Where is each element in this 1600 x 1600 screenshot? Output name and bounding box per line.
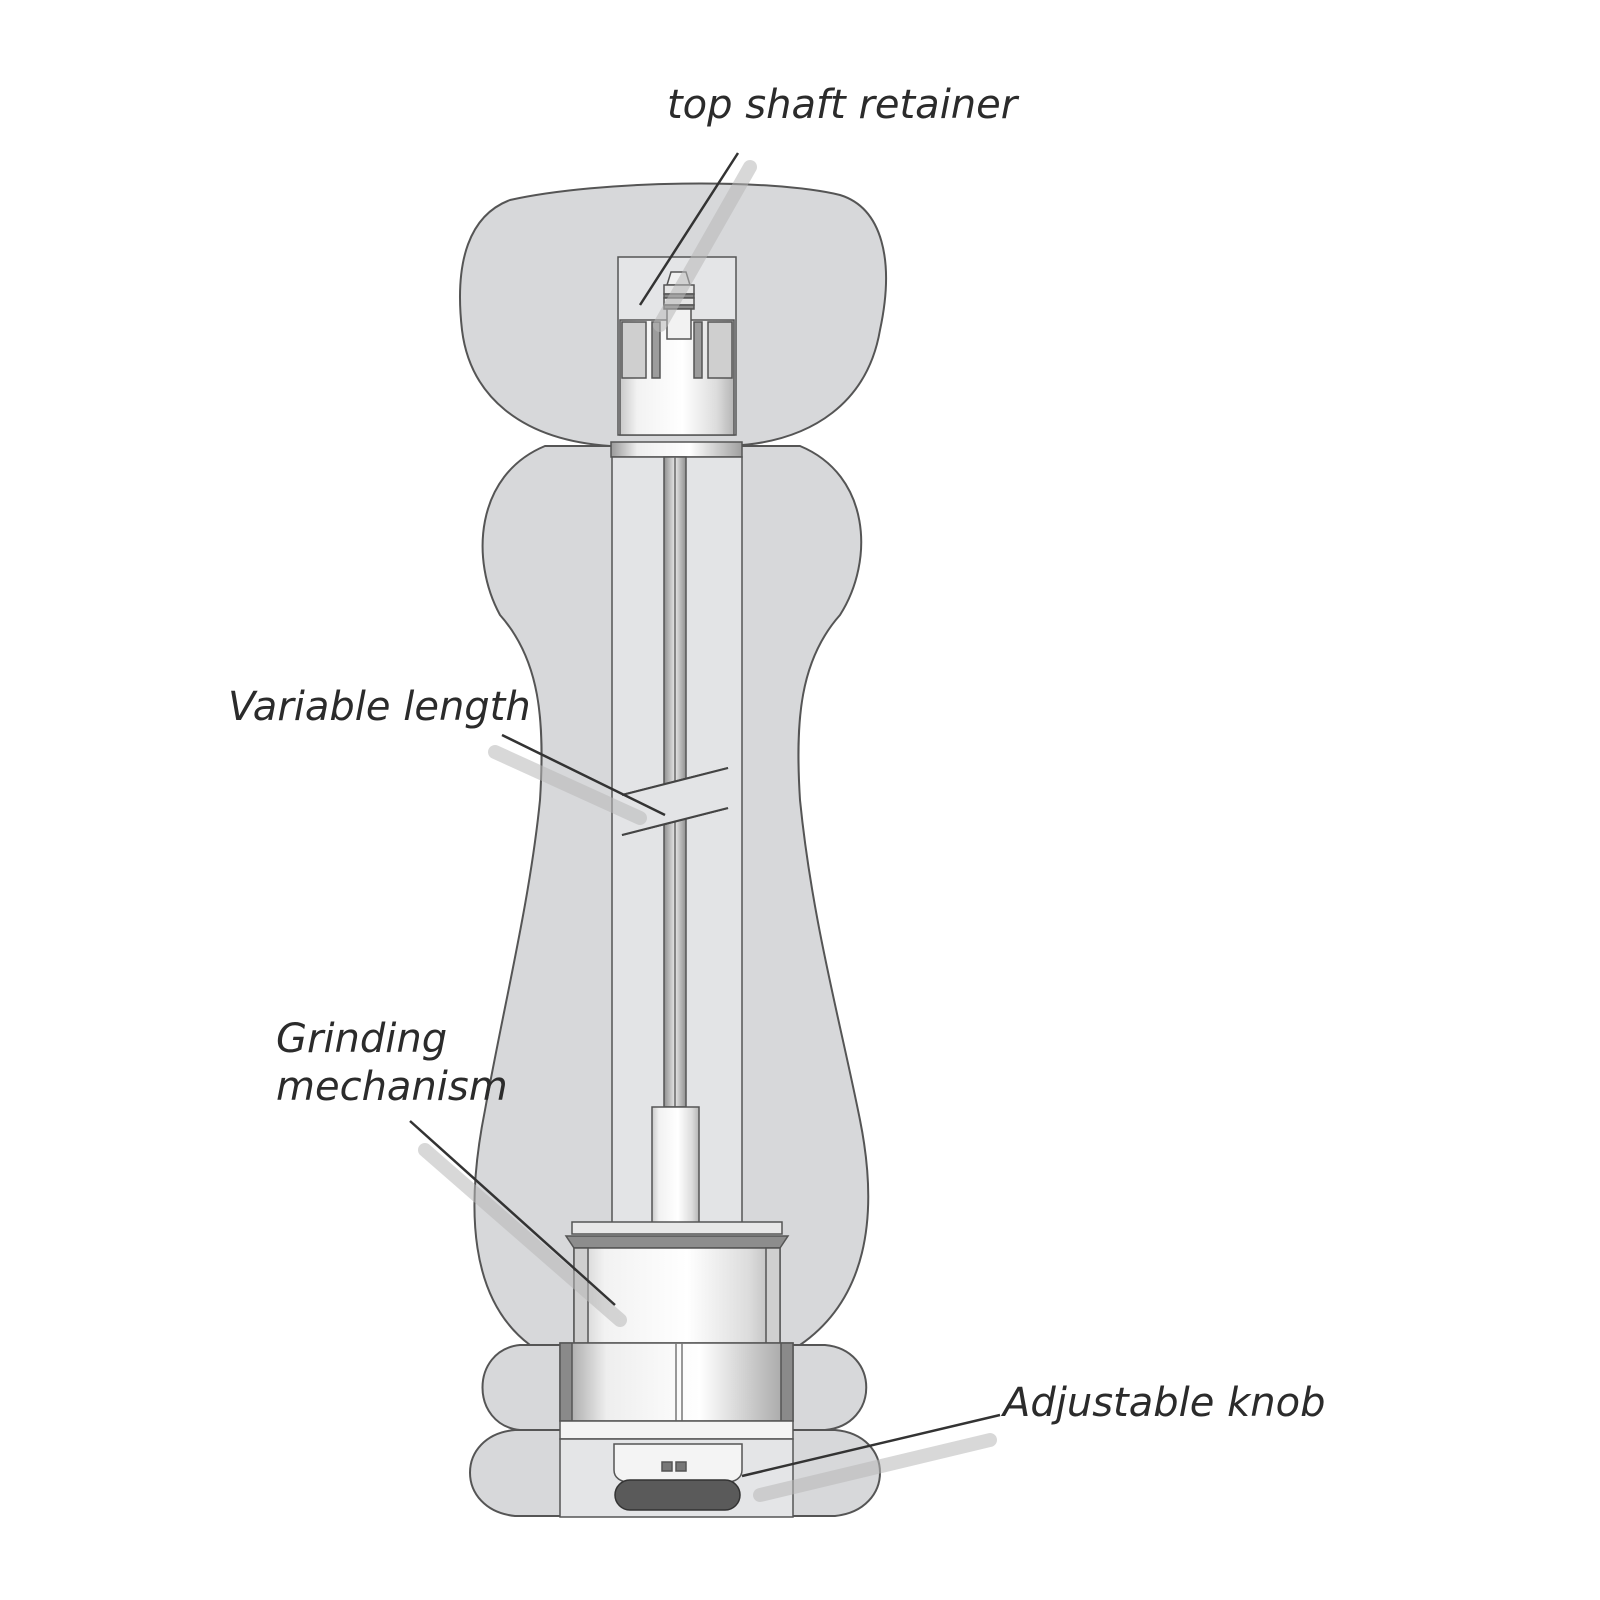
- adjustable-knob: [614, 1479, 741, 1511]
- top-collar: [610, 441, 743, 458]
- central-tube: [611, 456, 743, 1233]
- mill-base: [559, 1438, 794, 1518]
- retainer-notch-left: [621, 321, 647, 379]
- label-grinding-mechanism-line1: Grinding: [276, 1016, 447, 1062]
- leader-lines: [409, 152, 1001, 1502]
- shaft-sleeve: [651, 1106, 700, 1233]
- leader-adjustable-knob: [741, 1413, 1001, 1478]
- leader-grinding-mechanism: [409, 1120, 616, 1306]
- retainer-notch-right: [707, 321, 733, 379]
- label-adjustable-knob: Adjustable knob: [1000, 1380, 1325, 1426]
- label-variable-length: Variable length: [228, 684, 531, 730]
- leader-top-shaft-retainer: [638, 152, 740, 306]
- labels: top shaft retainer Variable length Grind…: [228, 82, 1325, 1426]
- grinding-mechanism: [559, 1221, 794, 1440]
- leader-variable-length: [501, 733, 666, 817]
- label-top-shaft-retainer: top shaft retainer: [667, 82, 1020, 128]
- retainer-slot-right: [693, 321, 703, 379]
- label-grinding-mechanism-line2: mechanism: [276, 1064, 508, 1110]
- grinder-cylinder: [573, 1247, 781, 1344]
- top-housing: [610, 256, 743, 458]
